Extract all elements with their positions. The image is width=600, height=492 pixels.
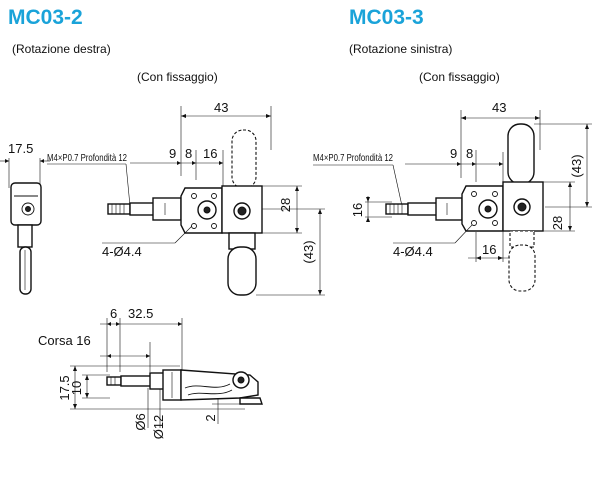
side-dia-6: Ø6 xyxy=(133,413,148,430)
side-stroke-label: Corsa 16 xyxy=(38,333,91,348)
title-mc03-2: MC03-2 xyxy=(8,6,83,29)
side-view: 6 32.5 Corsa 16 17.5 10 xyxy=(38,306,263,440)
left-dim-43v: (43) xyxy=(301,240,316,263)
fixing-label-right: (Con fissaggio) xyxy=(419,70,500,84)
right-dim-16v: 16 xyxy=(350,203,365,217)
left-dim-9: 9 xyxy=(169,146,176,161)
title-mc03-3: MC03-3 xyxy=(349,6,424,29)
right-thread-label: M4×P0.7 Profondità 12 xyxy=(313,153,393,164)
right-dim-8: 8 xyxy=(466,146,473,161)
fixing-label-left: (Con fissaggio) xyxy=(137,70,218,84)
right-holes-label: 4-Ø4.4 xyxy=(393,244,433,259)
left-end-view: 17.5 xyxy=(0,141,50,295)
left-top-view: 43 9 8 16 M4×P0.7 Profondità 12 xyxy=(47,100,325,296)
left-dim-8: 8 xyxy=(185,146,192,161)
left-holes-label: 4-Ø4.4 xyxy=(102,244,142,259)
left-dim-28: 28 xyxy=(278,198,293,212)
left-dim-17-5: 17.5 xyxy=(8,141,33,156)
side-dim-17-5: 17.5 xyxy=(57,375,72,400)
right-dim-43v: (43) xyxy=(569,154,584,177)
left-dim-43: 43 xyxy=(214,100,228,115)
rotation-label-right: (Rotazione sinistra) xyxy=(349,42,453,56)
right-top-view: 43 9 8 M4×P0.7 Profondità 12 16 xyxy=(313,100,592,292)
right-dim-9: 9 xyxy=(450,146,457,161)
side-dim-2: 2 xyxy=(203,414,218,421)
side-dim-6: 6 xyxy=(110,306,117,321)
left-dim-16: 16 xyxy=(203,146,217,161)
right-dim-28: 28 xyxy=(550,216,565,230)
side-dia-12: Ø12 xyxy=(151,415,166,440)
side-dim-32-5: 32.5 xyxy=(128,306,153,321)
left-thread-label: M4×P0.7 Profondità 12 xyxy=(47,153,127,164)
side-dim-10: 10 xyxy=(69,381,84,395)
rotation-label-left: (Rotazione destra) xyxy=(12,42,111,56)
right-dim-16h: 16 xyxy=(482,242,496,257)
right-dim-43: 43 xyxy=(492,100,506,115)
